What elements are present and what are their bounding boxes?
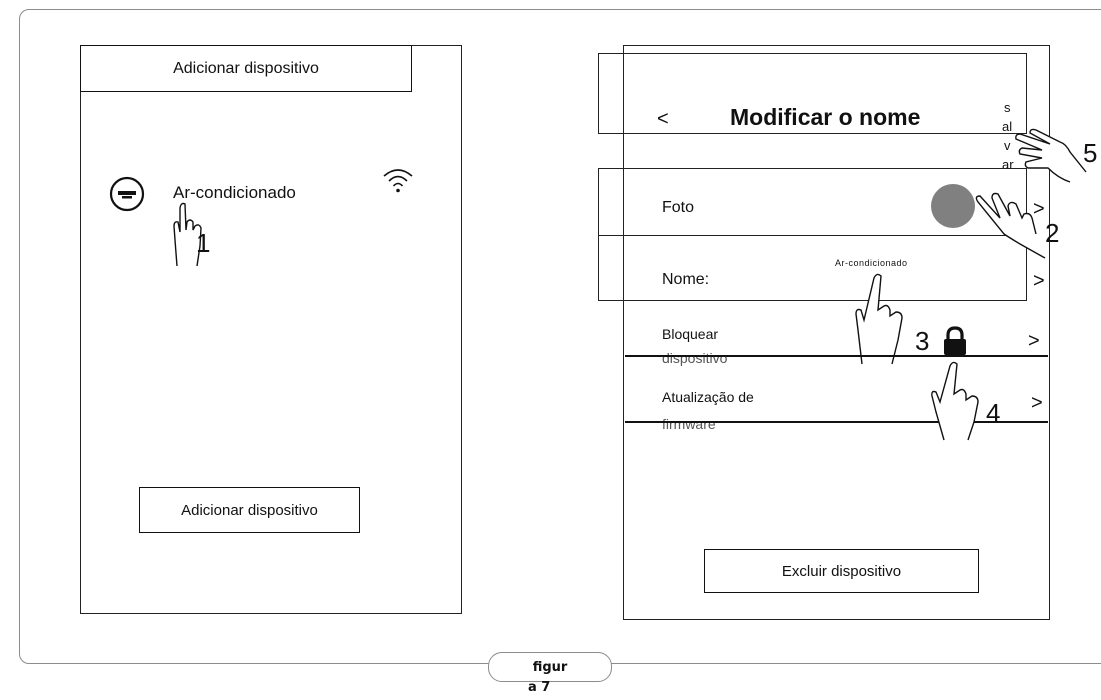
figure-caption-line1: figur bbox=[532, 659, 568, 675]
hand-pointer-icon bbox=[926, 352, 982, 442]
figure-caption-pill: figur bbox=[488, 652, 612, 682]
save-label-1: s bbox=[1004, 100, 1011, 115]
firmware-label-line1: Atualização de bbox=[662, 389, 754, 405]
row-divider bbox=[598, 235, 1027, 236]
add-device-title-label: Adicionar dispositivo bbox=[173, 59, 319, 77]
photo-chevron[interactable]: > bbox=[1033, 198, 1045, 220]
firmware-label-line2: firmware bbox=[662, 416, 716, 432]
row-divider bbox=[625, 421, 1048, 423]
photo-avatar[interactable] bbox=[931, 184, 975, 228]
name-label: Nome: bbox=[662, 271, 710, 288]
hand-pointer-icon bbox=[970, 182, 1048, 262]
name-chevron[interactable]: > bbox=[1033, 270, 1045, 292]
step-number-4: 4 bbox=[986, 398, 1001, 428]
row-divider bbox=[625, 355, 1048, 357]
step-number-3: 3 bbox=[915, 326, 930, 356]
hand-pointer-icon bbox=[852, 270, 908, 366]
save-label-3: v bbox=[1004, 138, 1011, 153]
add-device-button[interactable]: Adicionar dispositivo bbox=[139, 487, 360, 533]
save-label-2: al bbox=[1002, 119, 1013, 134]
firmware-chevron[interactable]: > bbox=[1031, 392, 1043, 414]
add-device-button-label: Adicionar dispositivo bbox=[181, 501, 318, 519]
name-value[interactable]: Ar-condicionado bbox=[835, 258, 908, 268]
right-phone-screen bbox=[623, 45, 1050, 620]
save-label-4: ar bbox=[1002, 157, 1014, 172]
save-button[interactable]: s al v ar bbox=[1002, 100, 1022, 180]
figure-caption-line2: a 7 bbox=[528, 680, 551, 695]
hand-pointer-icon bbox=[1010, 112, 1088, 184]
lock-label-line2: dispositivo bbox=[662, 350, 728, 366]
lock-icon[interactable] bbox=[941, 326, 969, 356]
page-title: Modificar o nome bbox=[730, 104, 921, 130]
back-button[interactable]: < bbox=[657, 108, 669, 130]
hand-pointer-icon bbox=[170, 190, 210, 268]
step-number-2: 2 bbox=[1045, 218, 1060, 248]
step-number-1: 1 bbox=[196, 228, 211, 258]
add-device-title[interactable]: Adicionar dispositivo bbox=[80, 45, 412, 92]
ac-unit-icon bbox=[109, 176, 145, 212]
photo-label: Foto bbox=[662, 199, 695, 216]
lock-chevron[interactable]: > bbox=[1028, 330, 1040, 352]
step-number-5: 5 bbox=[1083, 138, 1098, 168]
device-name[interactable]: Ar-condicionado bbox=[173, 183, 296, 202]
header-box bbox=[598, 53, 1027, 134]
lock-label-line1: Bloquear bbox=[662, 326, 719, 342]
delete-device-button[interactable]: Excluir dispositivo bbox=[704, 549, 979, 593]
wifi-icon bbox=[381, 166, 415, 194]
delete-device-button-label: Excluir dispositivo bbox=[781, 562, 902, 580]
